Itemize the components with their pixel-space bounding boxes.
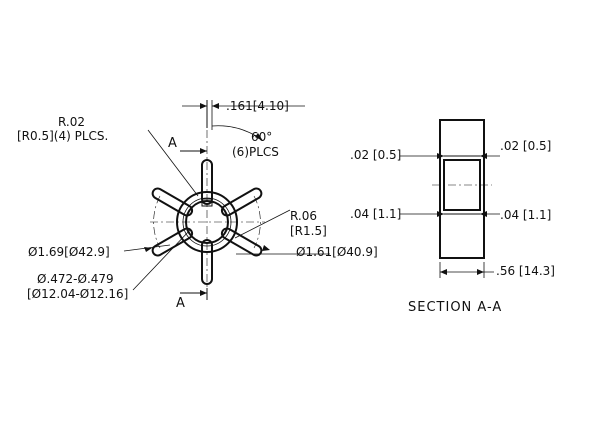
bore-dia-label: Ø.472-Ø.479 xyxy=(37,272,114,286)
width-dim-label: .56 [14.3] xyxy=(496,264,555,278)
vane-bottom xyxy=(201,239,213,285)
vane-top-right xyxy=(220,187,263,217)
vane-angle-count-label: (6)PLCS xyxy=(232,145,279,159)
bore-leader xyxy=(132,229,191,291)
left-mid-dim-label: .04 [1.1] xyxy=(350,207,401,221)
bore-dia-metric-label: [Ø12.04-Ø12.16] xyxy=(27,287,128,301)
vane-angle-label: 60° xyxy=(251,130,272,144)
vane-top xyxy=(201,159,213,205)
section-title: SECTION A-A xyxy=(408,300,502,315)
tip-radius-leader xyxy=(147,129,199,197)
vane-bottom-right xyxy=(220,227,263,257)
tip-radius-detail-label: [R0.5](4) PLCS. xyxy=(17,129,108,143)
section-view xyxy=(400,119,500,278)
hub-bore xyxy=(185,200,229,244)
thickness-dim-label: .161[4.10] xyxy=(226,99,289,113)
right-top-dim-label: .02 [0.5] xyxy=(500,139,551,153)
key-slot xyxy=(201,198,213,207)
left-top-dim-label: .02 [0.5] xyxy=(350,148,401,162)
right-mid-dim-label: .04 [1.1] xyxy=(500,208,551,222)
root-radius-metric-label: [R1.5] xyxy=(290,224,327,238)
vane-top-left xyxy=(151,187,194,217)
root-radius-label: R.06 xyxy=(290,209,317,223)
root-radius-leader xyxy=(234,209,291,239)
outer-dia-left-label: Ø1.69[Ø42.9] xyxy=(28,245,110,259)
hub-inner-ring xyxy=(182,197,232,247)
outer-dia-right-label: Ø1.61[Ø40.9] xyxy=(296,245,378,259)
tip-radius-label: R.02 xyxy=(58,115,85,129)
section-body xyxy=(439,119,485,259)
section-marker-top: A xyxy=(168,136,178,151)
section-marker-bottom: A xyxy=(176,296,186,311)
front-view xyxy=(123,100,330,300)
hub-outer xyxy=(176,191,238,253)
